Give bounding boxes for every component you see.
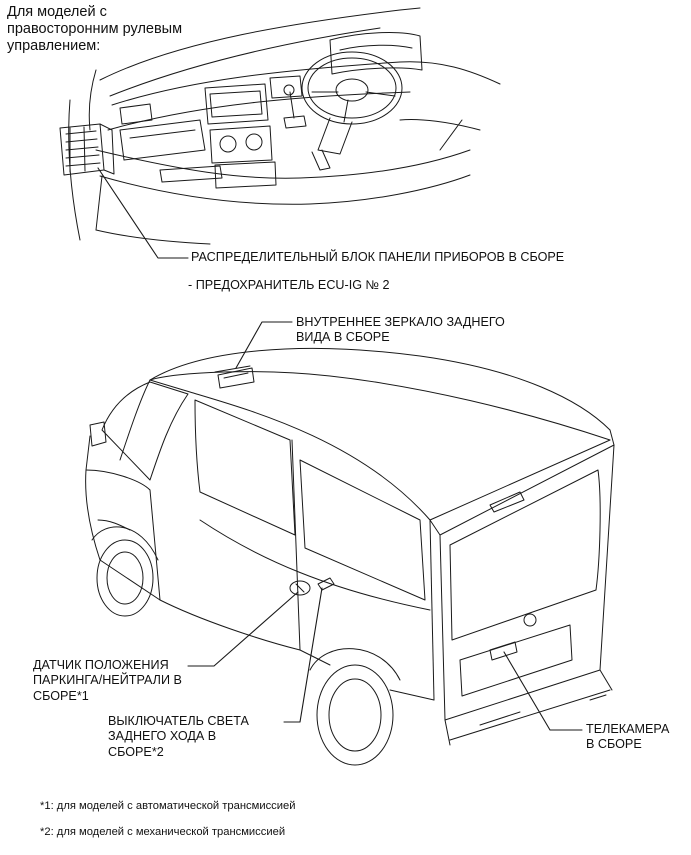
footnote-1: *1: для моделей с автоматической трансми… [40, 800, 296, 812]
label-mirror: ВНУТРЕННЕЕ ЗЕРКАЛО ЗАДНЕГО ВИДА В СБОРЕ [296, 315, 505, 345]
label-junction-block: РАСПРЕДЕЛИТЕЛЬНЫЙ БЛОК ПАНЕЛИ ПРИБОРОВ В… [191, 250, 565, 264]
van-drawing [86, 348, 614, 765]
label-fuse: - ПРЕДОХРАНИТЕЛЬ ECU-IG № 2 [188, 278, 390, 292]
label-pn-switch: ДАТЧИК ПОЛОЖЕНИЯ ПАРКИНГА/НЕЙТРАЛИ В СБО… [33, 658, 182, 703]
leader-pn-switch [188, 592, 298, 666]
footnote-2: *2: для моделей с механической трансмисс… [40, 826, 286, 838]
leader-mirror [236, 322, 292, 368]
leader-junction-block [98, 168, 188, 258]
header-title: Для моделей с правосторонним рулевым упр… [7, 4, 183, 54]
leader-camera [504, 652, 582, 730]
dashboard-drawing [60, 8, 500, 244]
leader-lines [98, 168, 582, 730]
label-camera: ТЕЛЕКАМЕРА В СБОРЕ [586, 722, 670, 752]
leader-backup-switch [284, 588, 322, 722]
label-backup-switch: ВЫКЛЮЧАТЕЛЬ СВЕТА ЗАДНЕГО ХОДА В СБОРЕ*2 [108, 714, 249, 759]
